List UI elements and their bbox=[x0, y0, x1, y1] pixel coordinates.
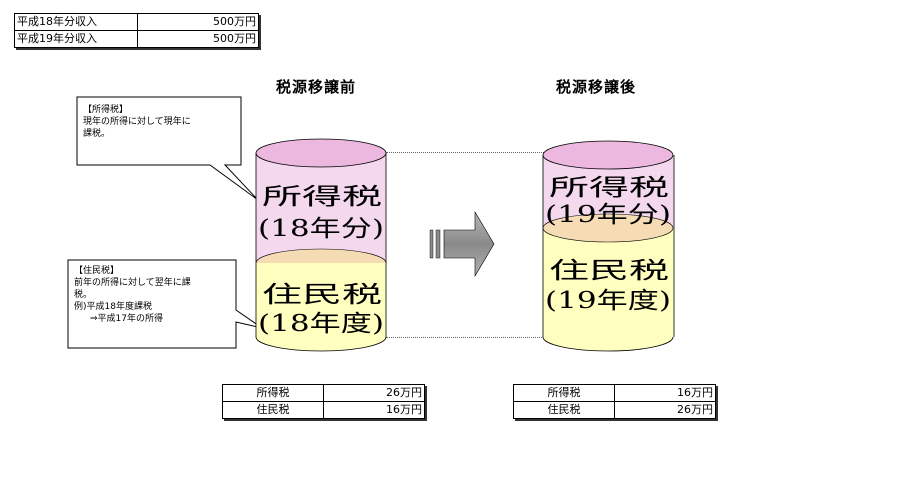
tax-label: 所得税 bbox=[222, 384, 324, 402]
after-bottom-label-2: (19年度) bbox=[545, 288, 671, 314]
table-row: 平成19年分収入 500万円 bbox=[14, 30, 259, 48]
income-tax-callout-bubble bbox=[76, 96, 259, 201]
tax-label: 住民税 bbox=[513, 401, 615, 419]
tax-label: 住民税 bbox=[222, 401, 324, 419]
callout-text: 例)平成18年度課税 bbox=[74, 302, 152, 312]
tax-value: 26万円 bbox=[614, 401, 716, 419]
resident-tax-callout-bubble bbox=[67, 259, 263, 349]
after-cylinder bbox=[542, 140, 675, 352]
before-title: 税源移譲前 bbox=[276, 78, 357, 96]
after-top-label-2: (19年分) bbox=[545, 202, 671, 228]
table-row: 住民税 26万円 bbox=[513, 401, 716, 419]
before-bottom-label-1: 住民税 bbox=[262, 282, 382, 308]
callout-text: 前年の所得に対して翌年に課 bbox=[74, 278, 191, 288]
tax-label: 所得税 bbox=[513, 384, 615, 402]
before-top-label-2: (18年分) bbox=[258, 216, 384, 242]
after-bottom-label-1: 住民税 bbox=[549, 258, 669, 284]
tax-value: 16万円 bbox=[323, 401, 425, 419]
before-bottom-label-2: (18年度) bbox=[258, 311, 384, 337]
callout-heading: 【所得税】 bbox=[83, 105, 129, 115]
before-income-tax-body bbox=[256, 153, 386, 263]
after-tax-table: 所得税 16万円 住民税 26万円 bbox=[513, 384, 716, 419]
tax-value: 16万円 bbox=[614, 384, 716, 402]
after-title: 税源移譲後 bbox=[556, 78, 637, 96]
resident-tax-callout: 【住民税】 前年の所得に対して翌年に課 税。 例)平成18年度課税 ⇒平成17年… bbox=[70, 262, 195, 328]
connector-line-bottom bbox=[386, 337, 544, 338]
table-row: 所得税 26万円 bbox=[222, 384, 425, 402]
after-resident-tax-body bbox=[543, 228, 674, 337]
callout-text: 税。 bbox=[74, 290, 93, 300]
after-top-ellipse bbox=[542, 140, 674, 170]
before-tax-table: 所得税 26万円 住民税 16万円 bbox=[222, 384, 425, 419]
transfer-arrow-icon bbox=[429, 210, 495, 278]
table-row: 所得税 16万円 bbox=[513, 384, 716, 402]
income-table: 平成18年分収入 500万円 平成19年分収入 500万円 bbox=[14, 13, 259, 48]
before-cylinder bbox=[255, 138, 387, 352]
callout-text: 現年の所得に対して現年に bbox=[83, 117, 191, 127]
table-row: 平成18年分収入 500万円 bbox=[14, 13, 259, 31]
income-row-label: 平成19年分収入 bbox=[14, 30, 138, 48]
after-top-label-1: 所得税 bbox=[549, 175, 669, 201]
table-row: 住民税 16万円 bbox=[222, 401, 425, 419]
tax-value: 26万円 bbox=[323, 384, 425, 402]
callout-text: 課税。 bbox=[83, 129, 111, 139]
before-top-label-1: 所得税 bbox=[262, 184, 382, 210]
callout-text: ⇒平成17年の所得 bbox=[90, 314, 163, 324]
income-tax-callout: 【所得税】 現年の所得に対して現年に 課税。 bbox=[79, 101, 195, 143]
connector-line-top bbox=[386, 152, 544, 153]
callout-heading: 【住民税】 bbox=[74, 266, 120, 276]
income-row-value: 500万円 bbox=[137, 30, 259, 48]
before-top-ellipse bbox=[255, 138, 387, 168]
